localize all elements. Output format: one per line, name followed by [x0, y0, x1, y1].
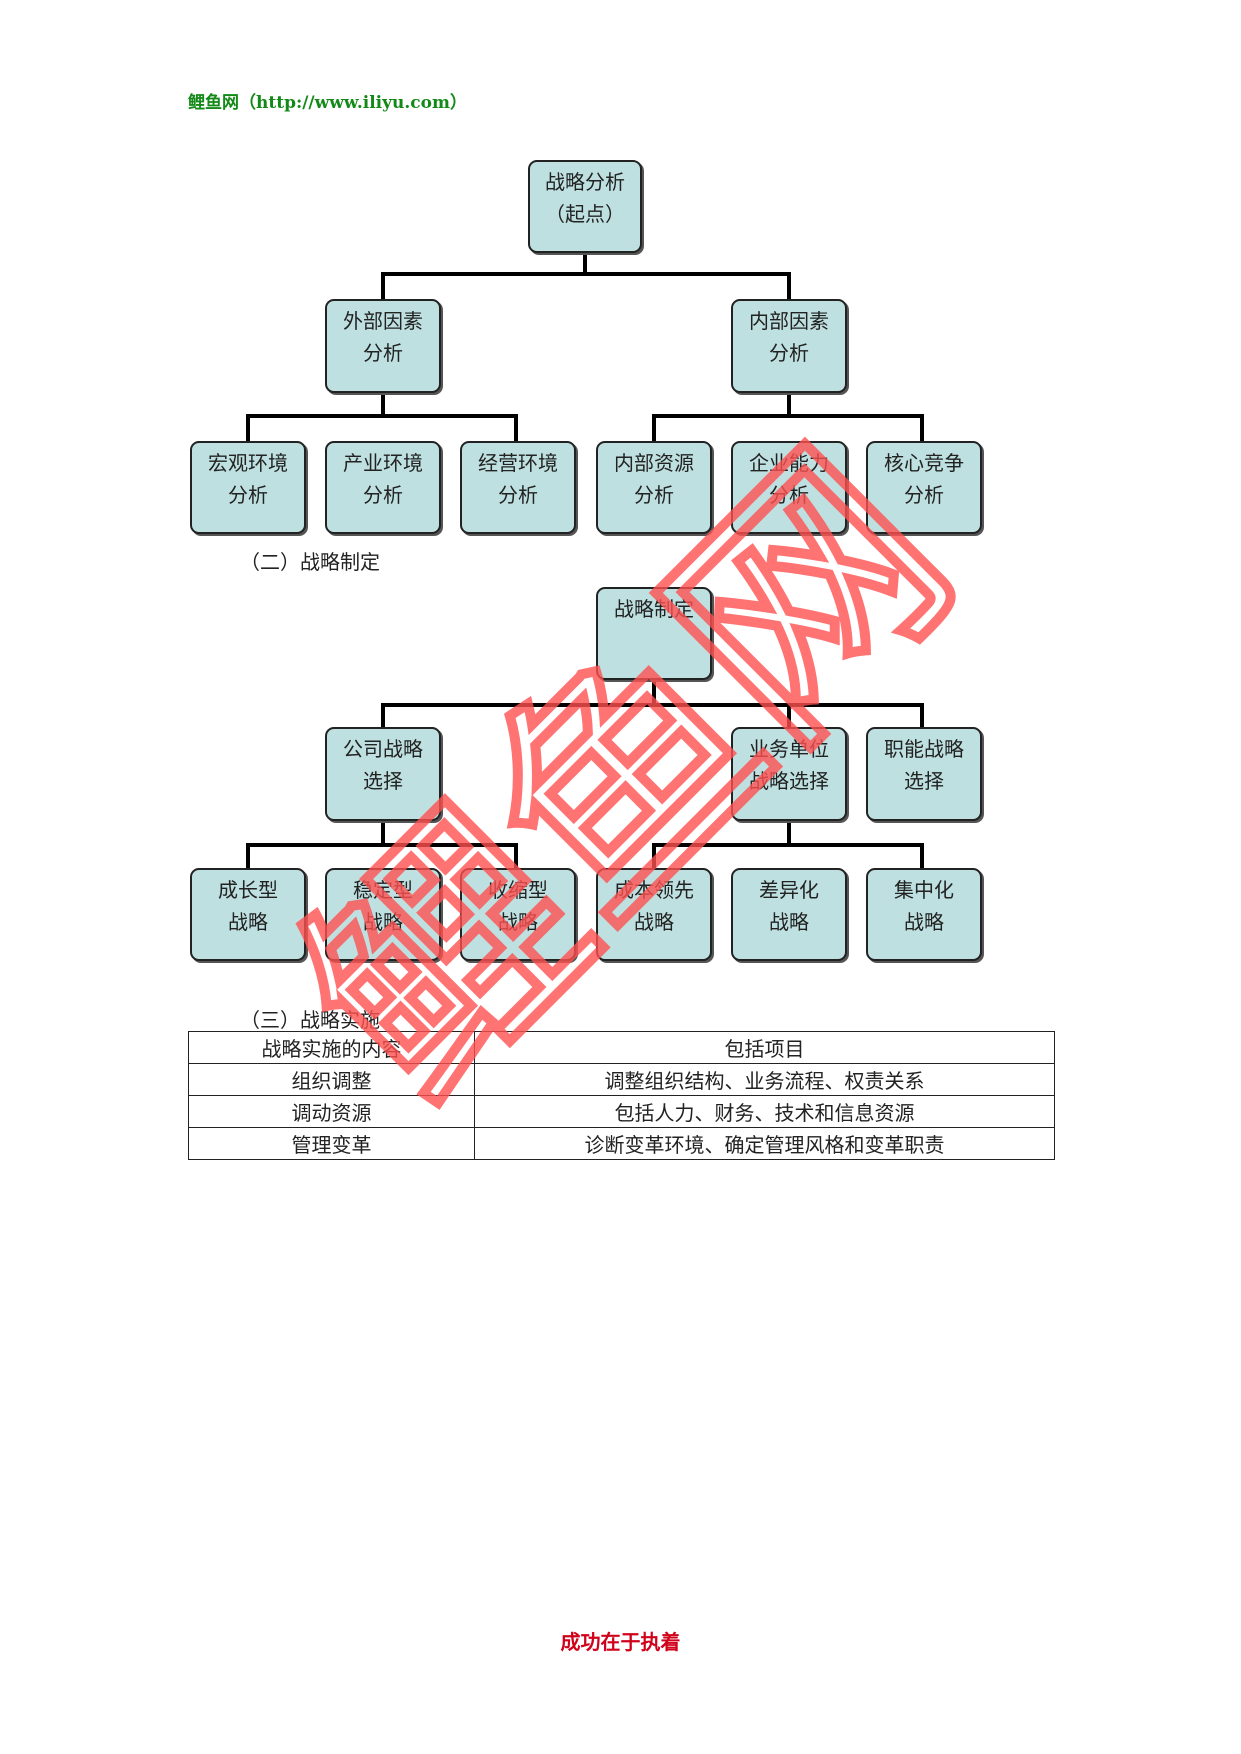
connector [583, 253, 587, 275]
connector [381, 703, 385, 727]
connector [920, 414, 924, 441]
table-row: 管理变革 诊断变革环境、确定管理风格和变革职责 [188, 1127, 1055, 1160]
table-header-row: 战略实施的内容 包括项目 [188, 1031, 1055, 1064]
node-external-factors: 外部因素 分析 [325, 299, 441, 393]
connector [381, 272, 791, 276]
connector [787, 821, 791, 846]
node-internal-resources: 内部资源 分析 [596, 441, 712, 534]
section-title-formulation: （二）战略制定 [240, 550, 380, 574]
connector [787, 703, 791, 727]
node-industry-environment: 产业环境 分析 [325, 441, 441, 534]
node-functional-strategy: 职能战略 选择 [866, 727, 982, 821]
node-operating-environment: 经营环境 分析 [460, 441, 576, 534]
node-strategy-formulation: 战略制定 [596, 587, 712, 680]
connector [652, 680, 656, 706]
table-cell: 组织调整 [188, 1063, 475, 1096]
connector [652, 843, 924, 847]
implementation-table: 战略实施的内容 包括项目 组织调整 调整组织结构、业务流程、权责关系 调动资源 … [188, 1031, 1055, 1160]
connector [652, 843, 656, 868]
node-stability-strategy: 稳定型 战略 [325, 868, 441, 961]
connector [246, 414, 518, 418]
connector [514, 843, 518, 868]
connector [920, 843, 924, 868]
connector [381, 821, 385, 846]
node-differentiation-strategy: 差异化 战略 [731, 868, 847, 961]
site-header-link[interactable]: 鲤鱼网（http://www.iliyu.com） [188, 93, 467, 113]
table-header-cell: 包括项目 [474, 1031, 1055, 1064]
node-corporate-strategy: 公司战略 选择 [325, 727, 441, 821]
node-growth-strategy: 成长型 战略 [190, 868, 306, 961]
table-cell: 包括人力、财务、技术和信息资源 [474, 1095, 1055, 1128]
connector [787, 272, 791, 299]
node-cost-leadership-strategy: 成本领先 战略 [596, 868, 712, 961]
node-business-unit-strategy: 业务单位 战略选择 [731, 727, 847, 821]
section-title-implementation: （三）战略实施 [240, 1008, 380, 1032]
connector [381, 272, 385, 299]
node-internal-factors: 内部因素 分析 [731, 299, 847, 393]
table-cell: 诊断变革环境、确定管理风格和变革职责 [474, 1127, 1055, 1160]
node-focus-strategy: 集中化 战略 [866, 868, 982, 961]
table-cell: 管理变革 [188, 1127, 475, 1160]
connector [381, 703, 924, 707]
table-header-cell: 战略实施的内容 [188, 1031, 475, 1064]
table-cell: 调整组织结构、业务流程、权责关系 [474, 1063, 1055, 1096]
connector [381, 393, 385, 417]
connector [246, 414, 250, 441]
connector [652, 414, 656, 441]
node-core-competence: 核心竞争 分析 [866, 441, 982, 534]
connector [787, 393, 791, 417]
footer-motto: 成功在于执着 [560, 1630, 681, 1654]
node-enterprise-capability: 企业能力 分析 [731, 441, 847, 534]
table-row: 组织调整 调整组织结构、业务流程、权责关系 [188, 1063, 1055, 1096]
connector [920, 703, 924, 727]
table-cell: 调动资源 [188, 1095, 475, 1128]
node-retrenchment-strategy: 收缩型 战略 [460, 868, 576, 961]
connector [514, 414, 518, 441]
node-macro-environment: 宏观环境 分析 [190, 441, 306, 534]
table-row: 调动资源 包括人力、财务、技术和信息资源 [188, 1095, 1055, 1128]
connector [246, 843, 518, 847]
node-strategy-analysis: 战略分析 （起点） [528, 160, 642, 253]
connector [652, 414, 924, 418]
connector [246, 843, 250, 868]
